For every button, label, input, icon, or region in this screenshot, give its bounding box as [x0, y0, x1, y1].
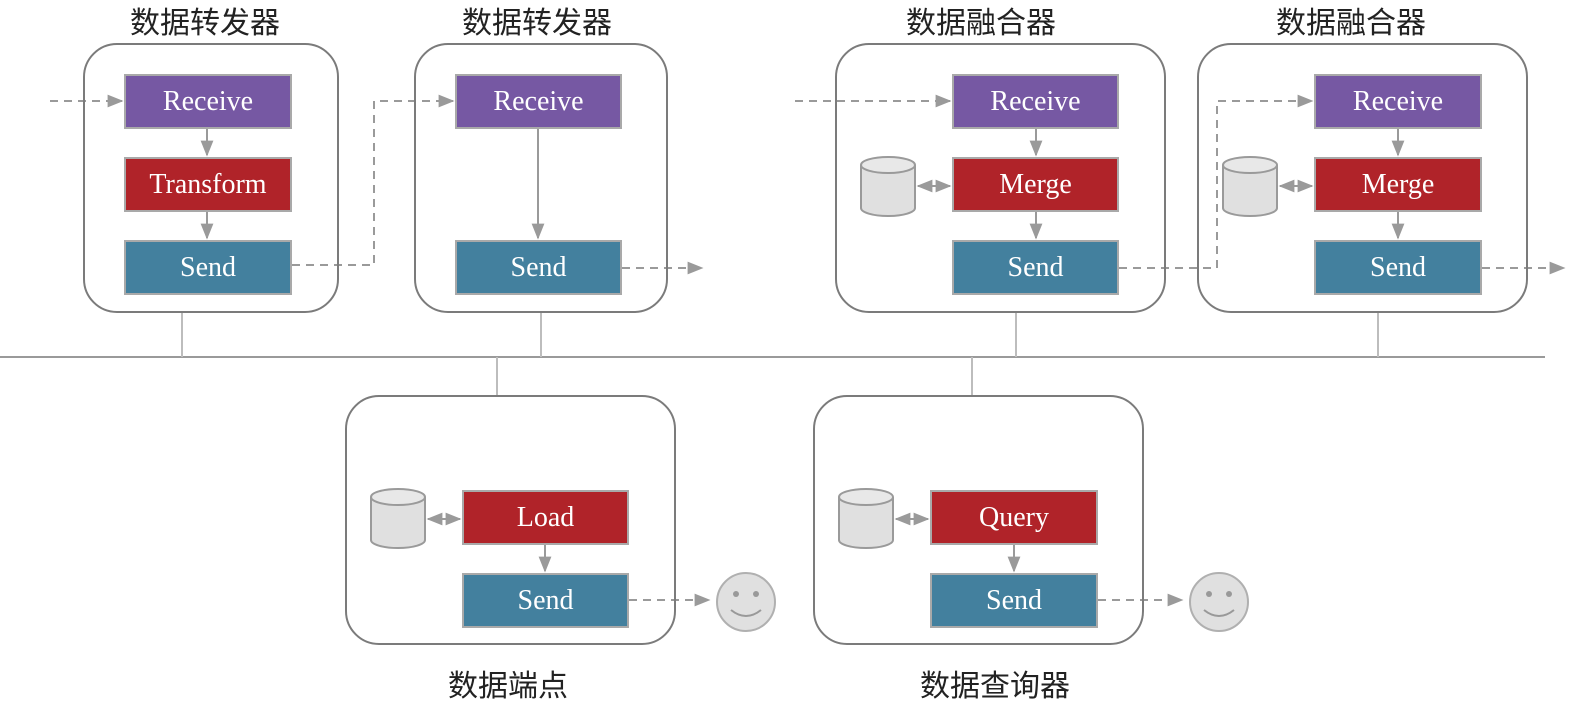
node-endpoint: [345, 395, 676, 645]
node-title: 数据融合器: [1276, 6, 1426, 41]
node-forwarder-1: [83, 43, 339, 313]
node-title: 数据转发器: [462, 6, 612, 41]
bus-connectors: [181, 313, 1379, 395]
smiley-user-icon: [716, 572, 776, 632]
database-icon: [860, 156, 916, 217]
load-step: Load: [462, 490, 629, 545]
database-icon: [1222, 156, 1278, 217]
receive-step: Receive: [124, 74, 292, 129]
receive-step: Receive: [952, 74, 1119, 129]
merge-step: Merge: [952, 157, 1119, 212]
send-step: Send: [930, 573, 1098, 628]
send-step: Send: [455, 240, 622, 295]
send-step: Send: [952, 240, 1119, 295]
send-step: Send: [124, 240, 292, 295]
send-step: Send: [462, 573, 629, 628]
smiley-user-icon: [1189, 572, 1249, 632]
node-title: 数据融合器: [906, 6, 1056, 41]
node-title: 数据端点: [448, 669, 568, 704]
node-title: 数据转发器: [130, 6, 280, 41]
node-fusion-1: [835, 43, 1166, 313]
node-forwarder-2: [414, 43, 668, 313]
node-fusion-2: [1197, 43, 1528, 313]
receive-step: Receive: [455, 74, 622, 129]
query-step: Query: [930, 490, 1098, 545]
data-flow-lines: [50, 94, 1566, 607]
flow-3-to-4: [1119, 94, 1314, 269]
send-step: Send: [1314, 240, 1482, 295]
merge-step: Merge: [1314, 157, 1482, 212]
flow-1-to-2: [292, 94, 455, 266]
internal-arrows: [200, 129, 1405, 573]
receive-step: Receive: [1314, 74, 1482, 129]
transform-step: Transform: [124, 157, 292, 212]
database-icon: [838, 488, 894, 549]
database-icon: [370, 488, 426, 549]
node-query: [813, 395, 1144, 645]
node-title: 数据查询器: [920, 669, 1070, 704]
